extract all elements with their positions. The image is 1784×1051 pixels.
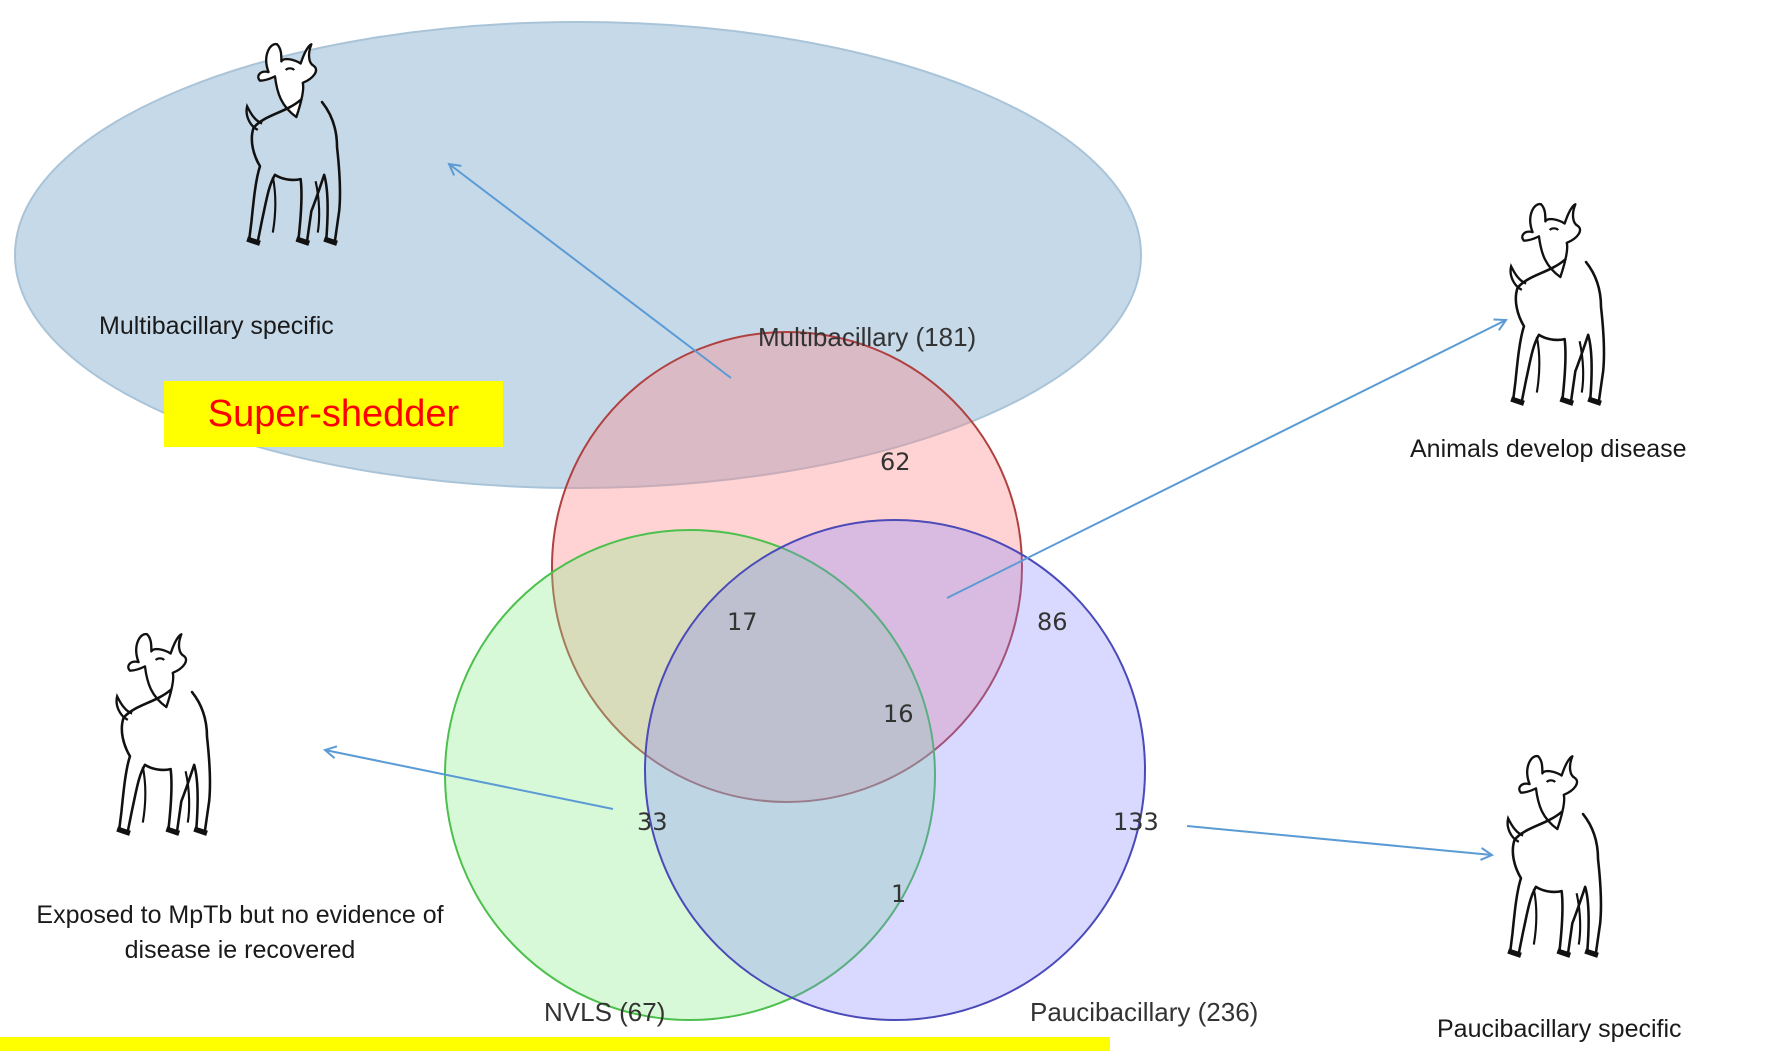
multibacillary-specific-label: Multibacillary specific [99,312,334,340]
arrow-to-recovered-goat [325,750,614,810]
paucibacillary-goat-icon [1508,756,1601,955]
super-shedder-highlight-ellipse [14,21,1142,489]
count-nvls-only: 33 [637,808,668,836]
count-multi-nvls: 17 [727,608,758,636]
arrow-to-paucibacillary-goat [1186,825,1492,855]
super-shedder-badge: Super-shedder [164,381,503,447]
paucibacillary-set-label: Paucibacillary (236) [1030,997,1259,1027]
nvls-set-label: NVLS (67) [544,997,666,1027]
count-all-three: 16 [883,700,914,728]
count-multi-pauci: 86 [1037,608,1068,636]
bottom-highlight-bar [0,1037,1110,1051]
recovered-goat-icon [117,634,210,833]
animals-develop-disease-label: Animals develop disease [1410,435,1687,463]
arrow-to-multibacillary-goat [449,164,732,379]
disease-goat-icon [1511,204,1604,403]
paucibacillary-set-circle [644,519,1146,1021]
multibacillary-set-label: Multibacillary (181) [758,322,977,352]
exposed-recovered-label: Exposed to MpTb but no evidence of disea… [36,901,444,964]
multibacillary-set-circle [551,331,1023,803]
arrow-to-disease-goat [946,320,1506,599]
count-multibacillary-only: 62 [880,448,911,476]
count-nvls-pauci: 1 [891,880,907,908]
paucibacillary-specific-label: Paucibacillary specific [1437,1015,1682,1043]
count-pauci-only: 133 [1113,808,1159,836]
